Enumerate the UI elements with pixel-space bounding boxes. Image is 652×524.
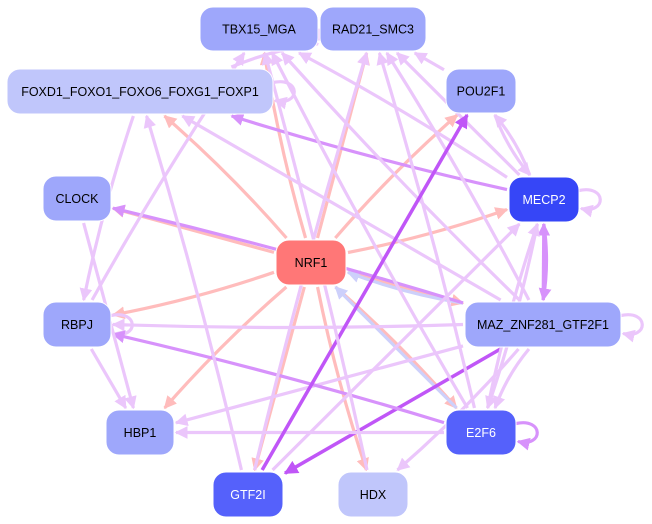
node-box <box>42 301 112 348</box>
edge-nrf1-to-mecp2 <box>347 207 509 255</box>
node-label: HBP1 <box>124 426 157 440</box>
edge-maz-to-foxd1 <box>181 114 502 302</box>
edge-mecp2-to-foxd1 <box>230 113 508 192</box>
node-label: RAD21_SMC3 <box>332 23 414 37</box>
node-box <box>445 68 517 114</box>
node-gtf2i[interactable]: GTF2I <box>212 471 284 518</box>
edge-pou2f1-to-mecp2 <box>493 114 532 177</box>
edge-gtf2i-to-foxd1 <box>143 114 243 471</box>
node-box <box>42 175 112 222</box>
node-rad21-smc3[interactable]: RAD21_SMC3 <box>319 6 427 52</box>
node-foxd1-group[interactable]: FOXD1_FOXO1_FOXO6_FOXG1_FOXP1 <box>6 68 274 115</box>
node-box <box>275 239 347 286</box>
node-mecp2[interactable]: MECP2 <box>508 176 580 223</box>
node-box <box>319 6 427 52</box>
node-layer: TBX15_MGA RAD21_SMC3 FOXD1_FOXO1_FOXO6_F… <box>6 6 622 518</box>
edge-nrf1-to-hbp1 <box>163 285 288 410</box>
edge-gtf2i-to-mecp2 <box>271 222 521 472</box>
edge-maz-to-rad21_smc3 <box>385 51 531 301</box>
node-label: GTF2I <box>230 488 265 502</box>
edge-e2f6-to-rad21_smc3 <box>376 51 477 409</box>
edge-nrf1-to-rbpj <box>111 270 275 320</box>
edge-mecp2-to-mecp2 <box>578 188 602 218</box>
node-clock[interactable]: CLOCK <box>42 175 112 222</box>
edge-maz-to-tbx15_mga <box>280 51 521 302</box>
node-maz-group[interactable]: MAZ_ZNF281_GTF2F1 <box>464 301 622 348</box>
node-label: NRF1 <box>295 256 328 270</box>
edge-gtf2i-to-pou2f1 <box>260 113 469 471</box>
node-box <box>337 471 409 518</box>
node-box <box>445 409 517 456</box>
edge-maz-to-mecp2 <box>537 222 551 301</box>
edge-maz-to-hbp1 <box>174 344 464 427</box>
node-label: RBPJ <box>61 318 93 332</box>
edge-layer <box>79 27 644 475</box>
edge-rbpj-to-hbp1 <box>89 348 128 410</box>
node-box <box>199 6 319 52</box>
edge-pou2f1-to-rad21_smc3 <box>413 51 445 72</box>
edge-nrf1-to-foxd1 <box>163 114 288 240</box>
node-label: E2F6 <box>466 426 496 440</box>
node-box <box>105 409 175 456</box>
node-e2f6[interactable]: E2F6 <box>445 409 517 456</box>
node-label: HDX <box>360 488 387 502</box>
node-label: POU2F1 <box>457 85 506 99</box>
node-label: FOXD1_FOXO1_FOXO6_FOXG1_FOXP1 <box>21 85 259 99</box>
node-label: CLOCK <box>55 192 99 206</box>
edge-maz-to-gtf2i <box>283 347 502 475</box>
node-label: MECP2 <box>522 193 565 207</box>
node-box <box>212 471 284 518</box>
edge-maz-to-maz <box>620 313 644 343</box>
node-box <box>464 301 622 348</box>
node-tbx15-mga[interactable]: TBX15_MGA <box>199 6 319 52</box>
node-rbpj[interactable]: RBPJ <box>42 301 112 348</box>
edge-mecp2-to-tbx15_mga <box>297 51 508 179</box>
edge-e2f6-to-tbx15_mga <box>270 51 469 409</box>
node-label: TBX15_MGA <box>222 23 296 37</box>
node-label: MAZ_ZNF281_GTF2F1 <box>477 318 609 332</box>
node-pou2f1[interactable]: POU2F1 <box>445 68 517 114</box>
node-nrf1[interactable]: NRF1 <box>275 239 347 286</box>
node-box <box>508 176 580 223</box>
node-hdx[interactable]: HDX <box>337 471 409 518</box>
edge-maz-to-rbpj <box>111 318 464 332</box>
edge-maz-to-nrf1 <box>346 270 464 305</box>
edge-e2f6-to-e2f6 <box>515 421 539 451</box>
node-hbp1[interactable]: HBP1 <box>105 409 175 456</box>
node-box <box>6 68 274 115</box>
edge-foxd1-to-foxd1 <box>272 80 296 110</box>
